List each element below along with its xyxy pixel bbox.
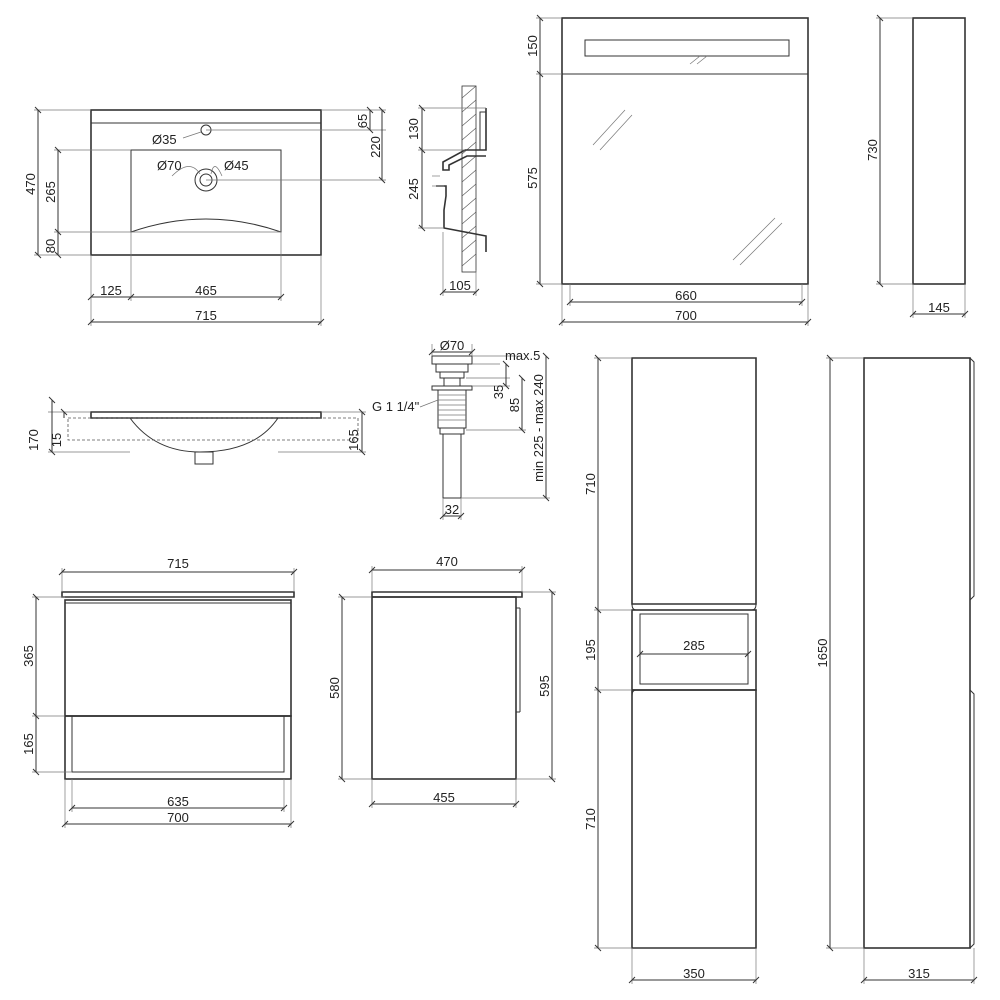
dim-365: 365 <box>21 645 36 667</box>
dim-575: 575 <box>525 167 540 189</box>
dim-265: 265 <box>43 181 58 203</box>
dim-465: 465 <box>195 283 217 298</box>
dim-80: 80 <box>43 239 58 253</box>
dim-170: 170 <box>26 429 41 451</box>
dim-1650: 1650 <box>815 639 830 668</box>
mirror-side-view: 730 145 <box>865 14 969 318</box>
basin-side-view: 170 15 165 <box>26 396 366 465</box>
dim-105: 105 <box>449 278 471 293</box>
valve-dim-35: 35 <box>491 385 506 399</box>
dim-595: 595 <box>537 675 552 697</box>
dim-165-side: 165 <box>346 429 361 451</box>
dim-635: 635 <box>167 794 189 809</box>
cabinet-front-view: 715 365 165 635 700 <box>21 556 298 828</box>
dim-715-top: 715 <box>195 308 217 323</box>
dim-285: 285 <box>683 638 705 653</box>
drain-outer-label: Ø70 <box>157 158 182 173</box>
dim-455: 455 <box>433 790 455 805</box>
tall-cabinet-side-view: 1650 315 <box>815 354 978 984</box>
drain-inner-label: Ø45 <box>224 158 249 173</box>
dim-710-bottom: 710 <box>583 808 598 830</box>
dim-350: 350 <box>683 966 705 981</box>
dim-130: 130 <box>406 118 421 140</box>
dim-660: 660 <box>675 288 697 303</box>
dim-220: 220 <box>368 136 383 158</box>
dim-145: 145 <box>928 300 950 315</box>
dim-15: 15 <box>49 433 64 447</box>
dim-315: 315 <box>908 966 930 981</box>
dim-715-cabinet: 715 <box>167 556 189 571</box>
valve-dia-70: Ø70 <box>440 338 465 353</box>
dim-150: 150 <box>525 35 540 57</box>
dim-710-top: 710 <box>583 473 598 495</box>
valve-dim-32: 32 <box>445 502 459 517</box>
basin-section-view: 130 245 105 <box>406 85 487 296</box>
dim-730: 730 <box>865 139 880 161</box>
dim-470-side: 470 <box>436 554 458 569</box>
dim-580: 580 <box>327 677 342 699</box>
basin-top-view: Ø35 Ø70 Ø45 65 220 470 265 80 125 465 <box>23 106 386 326</box>
dim-245: 245 <box>406 178 421 200</box>
valve-range: min 225 - max 240 <box>531 374 546 482</box>
valve-max5: max.5 <box>505 348 540 363</box>
dim-125: 125 <box>100 283 122 298</box>
drain-valve-view: Ø70 max.5 35 85 min 225 - max 240 G 1 1/… <box>372 338 550 520</box>
cabinet-side-view: 470 580 595 455 <box>327 554 556 808</box>
hole-label: Ø35 <box>152 132 177 147</box>
valve-thread: G 1 1/4" <box>372 399 420 414</box>
valve-dim-85: 85 <box>507 398 522 412</box>
mirror-front-view: 150 575 660 700 <box>525 14 812 326</box>
dim-165-cabinet: 165 <box>21 733 36 755</box>
tall-cabinet-front-view: 710 195 710 285 350 <box>583 354 760 984</box>
dim-195: 195 <box>583 639 598 661</box>
dim-700-mirror: 700 <box>675 308 697 323</box>
dim-700-cabinet: 700 <box>167 810 189 825</box>
dim-470: 470 <box>23 173 38 195</box>
dim-65: 65 <box>355 114 370 128</box>
